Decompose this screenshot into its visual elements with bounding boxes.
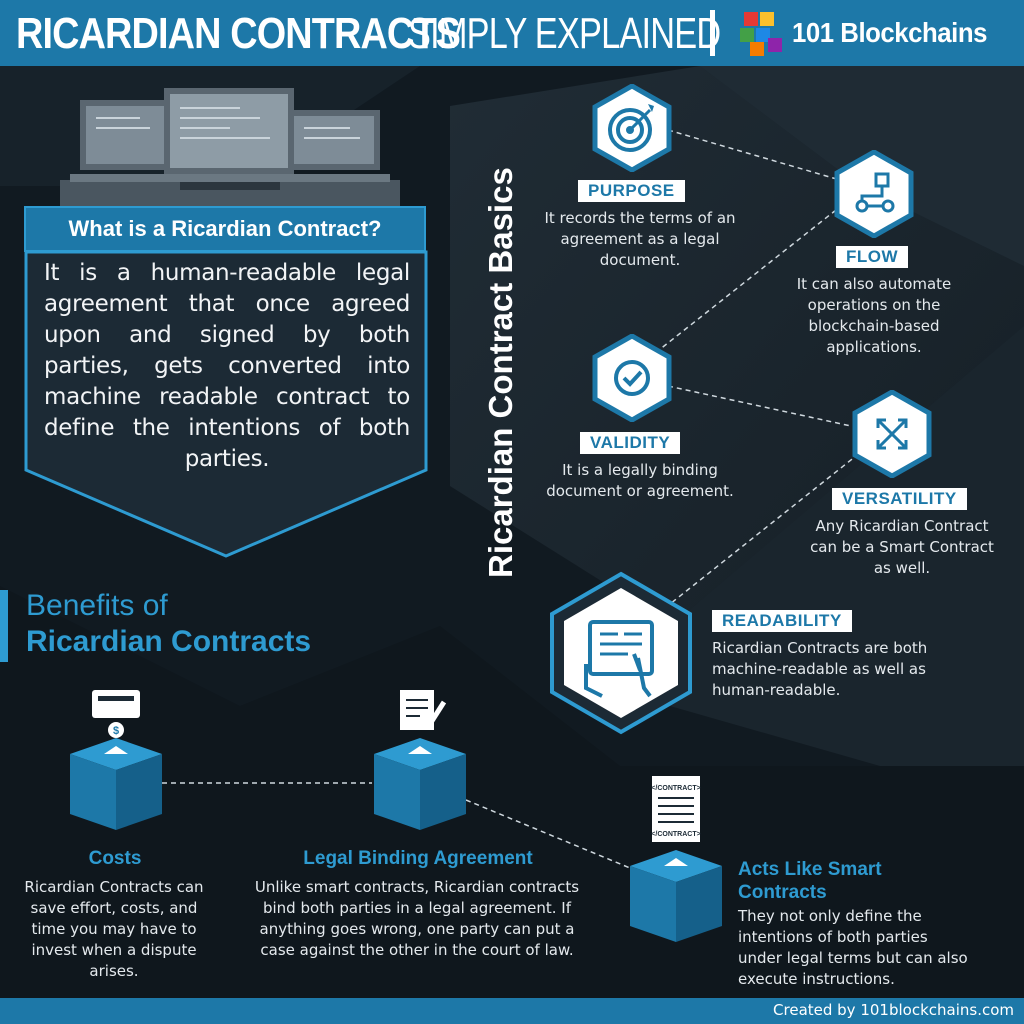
benefit-title-smart: Acts Like Smart Contracts bbox=[738, 859, 882, 903]
flowchart-icon bbox=[834, 150, 914, 238]
cube-costs: $ bbox=[70, 690, 162, 830]
title-bold: RICARDIAN CONTRACTS bbox=[16, 9, 461, 58]
check-circle-icon bbox=[592, 334, 672, 422]
svg-text:</CONTRACT>: </CONTRACT> bbox=[651, 785, 700, 792]
svg-text:</CONTRACT>: </CONTRACT> bbox=[651, 831, 700, 838]
tag-versatility: VERSATILITY bbox=[832, 488, 967, 510]
tag-validity: VALIDITY bbox=[580, 432, 681, 454]
benefits-title-line2: Ricardian Contracts bbox=[26, 625, 312, 658]
benefits-accent-bar bbox=[0, 590, 8, 662]
benefit-desc-smart: They not only define the intentions of b… bbox=[738, 907, 968, 988]
header-divider bbox=[710, 10, 715, 56]
brand: 101 Blockchains bbox=[738, 8, 1018, 58]
benefit-desc-costs: Ricardian Contracts can save effort, cos… bbox=[24, 878, 204, 980]
footer-credit: Created by 101blockchains.com bbox=[773, 1001, 1014, 1019]
tag-readability: READABILITY bbox=[712, 610, 852, 632]
what-is-title: What is a Ricardian Contract? bbox=[68, 216, 382, 241]
monitors-illustration bbox=[60, 88, 400, 206]
tablet-hands-icon bbox=[550, 571, 692, 735]
desc-purpose: It records the terms of an agreement as … bbox=[544, 209, 736, 269]
tag-flow: FLOW bbox=[836, 246, 909, 268]
benefit-desc-legal: Unlike smart contracts, Ricardian contra… bbox=[254, 878, 580, 959]
payment-card-icon: $ bbox=[92, 690, 140, 738]
desc-versatility: Any Ricardian Contract can be a Smart Co… bbox=[810, 517, 994, 577]
cube-legal bbox=[374, 690, 466, 830]
title-light: SIMPLY EXPLAINED bbox=[408, 9, 721, 58]
benefit-title-legal: Legal Binding Agreement bbox=[303, 848, 533, 869]
desc-readability: Ricardian Contracts are both machine-rea… bbox=[712, 639, 928, 699]
footer-bar: Created by 101blockchains.com bbox=[0, 998, 1024, 1024]
desc-validity: It is a legally binding document or agre… bbox=[546, 461, 734, 500]
contract-code-icon: </CONTRACT> </CONTRACT> bbox=[651, 776, 701, 842]
svg-text:$: $ bbox=[113, 725, 119, 737]
tag-purpose: PURPOSE bbox=[578, 180, 685, 202]
target-icon bbox=[592, 84, 672, 172]
stacked-cubes-logo bbox=[740, 12, 782, 56]
benefits-title: Benefits of Ricardian Contracts bbox=[26, 588, 311, 660]
benefits-title-line1: Benefits of bbox=[26, 589, 168, 622]
arrows-cross-icon bbox=[852, 390, 932, 478]
what-is-body: It is a human-readable legal agreement t… bbox=[44, 260, 410, 472]
header-bar: RICARDIAN CONTRACTS SIMPLY EXPLAINED 101… bbox=[0, 0, 1024, 66]
benefit-title-costs: Costs bbox=[88, 848, 142, 869]
desc-flow: It can also automate operations on the b… bbox=[796, 275, 952, 356]
brand-name: 101 Blockchains bbox=[792, 17, 987, 48]
what-is-banner: What is a Ricardian Contract? bbox=[24, 206, 426, 252]
cube-smart: </CONTRACT> </CONTRACT> bbox=[630, 776, 722, 942]
document-pen-icon bbox=[400, 690, 447, 730]
